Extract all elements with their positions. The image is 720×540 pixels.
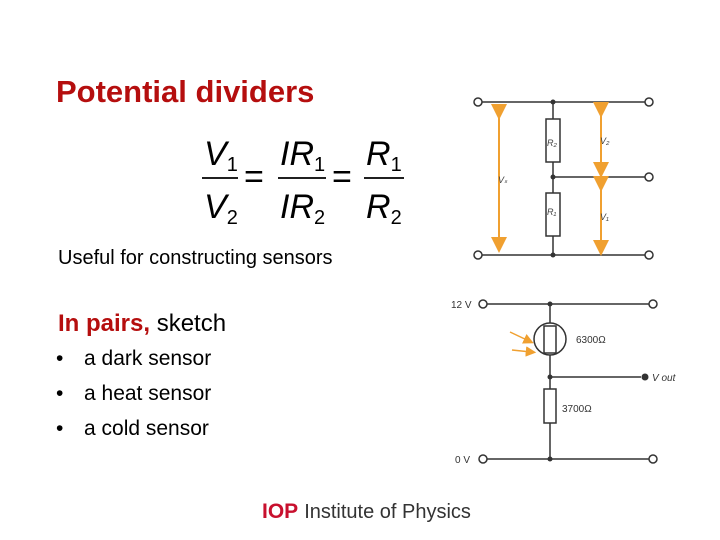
terminal-top-left xyxy=(473,97,483,107)
list-item-text: a heat sensor xyxy=(84,382,212,405)
terminal-bottom-left xyxy=(473,250,483,260)
junction-dot xyxy=(547,301,553,307)
terminal-mid-right xyxy=(644,172,654,182)
label-fixed-resistance: 3700Ω xyxy=(562,404,592,415)
eq-equals-1: = xyxy=(244,158,264,196)
list-item: • a dark sensor xyxy=(56,345,211,380)
terminal-12v xyxy=(478,299,488,309)
ldr-sensor-diagram: 12 V 0 V 6300Ω 3700Ω V out xyxy=(451,299,677,466)
slide-title: Potential dividers xyxy=(56,74,315,109)
label-12v: 12 V xyxy=(451,300,472,311)
useful-text: Useful for constructing sensors xyxy=(58,247,333,269)
terminal-top-right xyxy=(644,97,654,107)
pairs-prompt: In pairs, sketch xyxy=(58,310,226,338)
junction-dot xyxy=(547,456,553,462)
label-v2: V₂ xyxy=(600,136,610,146)
label-r2: R₂ xyxy=(547,138,557,148)
terminal-top-right xyxy=(648,299,658,309)
bullet-icon: • xyxy=(56,417,64,440)
bullet-icon: • xyxy=(56,347,64,370)
eq-ir2: IR2 xyxy=(280,188,325,229)
label-0v: 0 V xyxy=(455,455,470,466)
terminal-bottom-right xyxy=(644,250,654,260)
pairs-rest: sketch xyxy=(150,310,227,337)
terminal-bottom-right xyxy=(648,454,658,464)
vout-terminal xyxy=(641,373,649,381)
eq-equals-2: = xyxy=(332,158,352,196)
fixed-resistor xyxy=(543,388,557,424)
eq-v1: V1 xyxy=(204,135,238,176)
junction-dot xyxy=(550,99,556,105)
label-vout: V out xyxy=(652,373,677,384)
sensor-list: • a dark sensor • a heat sensor • a cold se… xyxy=(56,345,211,450)
light-arrow-1 xyxy=(509,331,534,344)
eq-v2: V2 xyxy=(204,188,238,229)
ldr-body xyxy=(543,325,557,354)
eq-ir1: IR1 xyxy=(280,135,325,176)
label-r1: R₁ xyxy=(547,207,556,217)
label-vs: Vₛ xyxy=(498,175,508,185)
pairs-highlight: In pairs, xyxy=(58,310,151,337)
resistor-r1 xyxy=(545,192,561,237)
list-item-text: a dark sensor xyxy=(84,347,212,370)
bullet-icon: • xyxy=(56,382,64,405)
terminal-0v xyxy=(478,454,488,464)
eq-r2: R2 xyxy=(366,188,402,229)
iop-logo-mark: IOP xyxy=(262,500,299,523)
list-item: • a heat sensor xyxy=(56,380,211,415)
divider-equation: V1 V2 IR1 IR2 R1 R2 = = xyxy=(202,135,404,229)
eq-r1: R1 xyxy=(366,135,402,176)
potential-divider-diagram: R₂ R₁ V₂ V₁ Vₛ xyxy=(473,97,654,260)
iop-logo-text: Institute of Physics xyxy=(304,501,471,523)
light-arrow-2 xyxy=(511,346,537,357)
junction-dot xyxy=(550,174,556,180)
label-ldr-resistance: 6300Ω xyxy=(576,335,606,346)
junction-dot xyxy=(550,252,556,258)
label-v1: V₁ xyxy=(600,212,609,222)
list-item: • a cold sensor xyxy=(56,415,211,450)
junction-dot xyxy=(547,374,553,380)
resistor-r2 xyxy=(545,118,561,163)
list-item-text: a cold sensor xyxy=(84,417,209,440)
